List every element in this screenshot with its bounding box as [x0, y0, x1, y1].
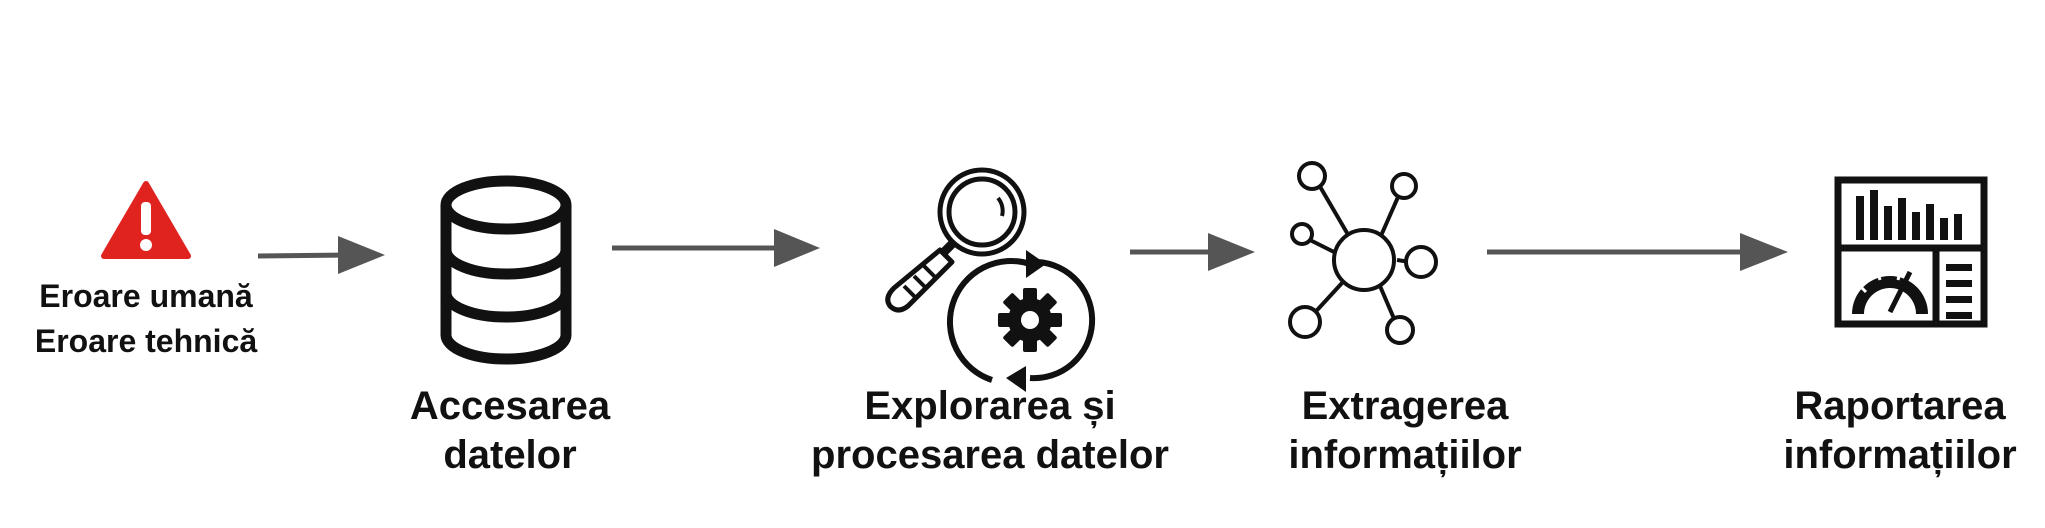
source-line-2: Eroare tehnică [34, 322, 258, 359]
step-label-4: Raportarea informațiilor [1765, 382, 2035, 480]
arrow-4 [1487, 233, 1788, 271]
dashboard-icon [1834, 176, 1988, 328]
source-label: Eroare umană Eroare tehnică [0, 274, 292, 364]
step-1-line-1: Accesarea [409, 384, 611, 428]
arrow-1 [257, 236, 385, 274]
step-2-line-2: procesarea datelor [811, 432, 1169, 477]
step-3-line-1: Extragerea [1301, 384, 1509, 428]
step-3-line-2: informațiilor [1288, 432, 1522, 477]
magnifier-gear-icon [885, 167, 1096, 392]
database-icon [440, 175, 572, 365]
arrow-3 [1130, 233, 1255, 271]
step-label-3: Extragerea informațiilor [1255, 382, 1555, 480]
step-4-line-2: informațiilor [1783, 432, 2017, 477]
warning-icon [101, 181, 191, 259]
network-hub-icon [1288, 161, 1438, 345]
arrow-2 [612, 229, 820, 267]
step-1-line-2: datelor [443, 432, 577, 477]
step-4-line-1: Raportarea [1794, 384, 2006, 428]
step-2-line-1: Explorarea și [864, 384, 1116, 428]
step-label-2: Explorarea și procesarea datelor [790, 382, 1190, 480]
step-label-1: Accesarea datelor [380, 382, 640, 480]
source-line-1: Eroare umană [39, 278, 253, 314]
